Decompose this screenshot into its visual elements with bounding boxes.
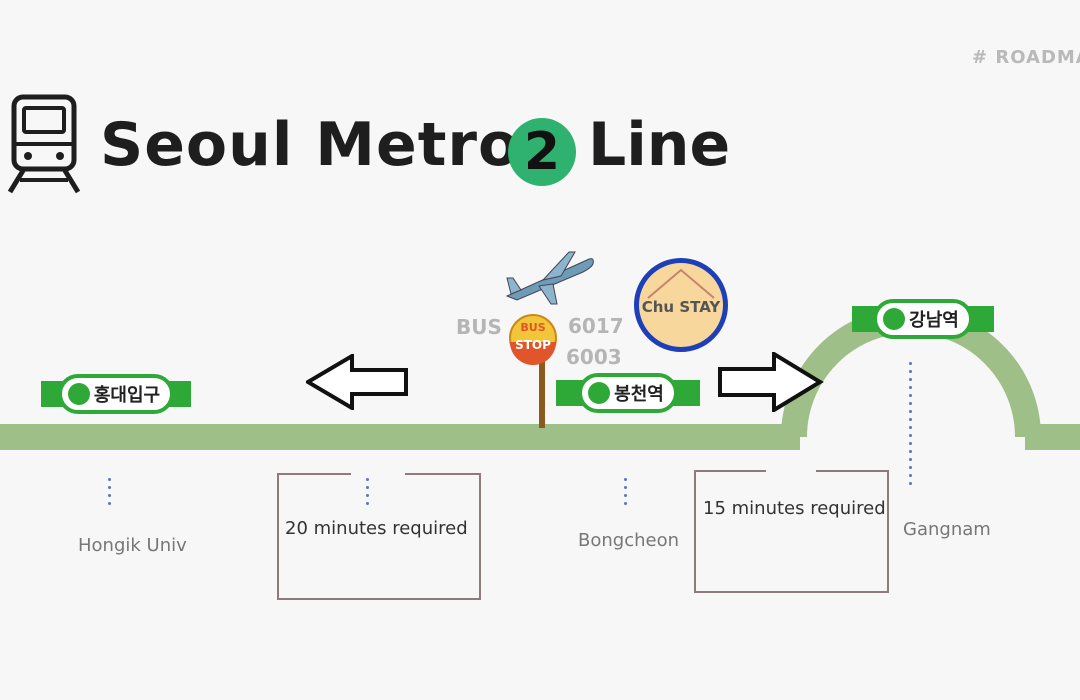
station-pill-hongik: 홍대입구	[57, 374, 175, 414]
chu-stay-label: Chu STAY	[641, 298, 721, 316]
page-title-right: Line	[588, 110, 731, 180]
roadmap-tag: # ROADMAP	[972, 47, 1080, 68]
arrow-right-icon	[718, 352, 824, 412]
station-label-hongik: Hongik Univ	[78, 535, 187, 556]
station-label-gangnam: Gangnam	[903, 519, 991, 540]
duration-text-2: 15 minutes required	[703, 498, 886, 519]
page-title-left: Seoul Metro	[100, 110, 521, 180]
train-icon	[7, 94, 81, 194]
dotted-connector-gangnam	[909, 362, 913, 490]
duration-text-1: 20 minutes required	[285, 518, 468, 539]
arrow-left-icon	[306, 354, 408, 410]
station-sign-bongcheon: 봉천역	[556, 373, 700, 413]
line2-dot-icon	[588, 382, 611, 404]
dotted-connector-box1	[366, 478, 370, 510]
bus-sign-top: BUS	[520, 321, 546, 334]
bus-sign-bottom: STOP	[515, 338, 551, 352]
bus-route-2: 6003	[566, 345, 622, 369]
station-name-gangnam: 강남역	[909, 310, 959, 331]
bus-route-1: 6017	[568, 314, 624, 338]
station-name-hongik: 홍대입구	[93, 385, 161, 406]
dotted-connector-hongik	[108, 478, 112, 510]
station-name-bongcheon: 봉천역	[614, 384, 664, 405]
station-label-bongcheon: Bongcheon	[578, 530, 679, 551]
bus-label: BUS	[456, 315, 502, 339]
station-sign-hongik: 홍대입구	[41, 374, 191, 414]
line2-dot-icon	[67, 383, 90, 405]
chu-stay-logo	[634, 258, 728, 352]
airplane-icon	[505, 251, 594, 305]
dotted-connector-bongcheon	[624, 478, 628, 510]
station-sign-gangnam: 강남역	[852, 299, 994, 339]
station-pill-bongcheon: 봉천역	[578, 373, 678, 413]
bus-stop-sign-icon	[509, 314, 557, 428]
house-roof-icon	[647, 268, 715, 299]
duration-box-bongcheon-gangnam	[694, 470, 889, 593]
station-pill-gangnam: 강남역	[873, 299, 973, 339]
line-number-badge: 2	[508, 118, 576, 186]
line2-dot-icon	[883, 308, 906, 330]
